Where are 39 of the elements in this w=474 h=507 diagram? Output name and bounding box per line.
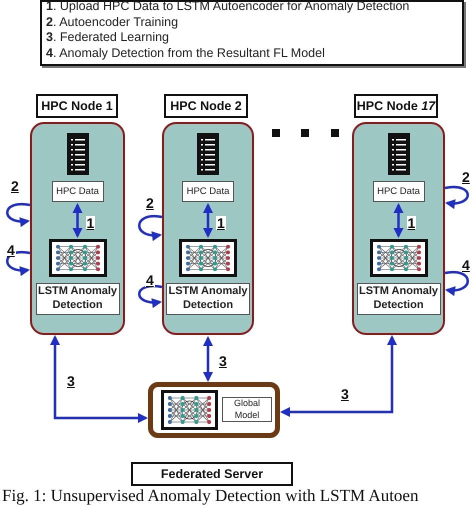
- step-text: 3. Federated Learning: [46, 30, 170, 46]
- text-box: LSTM Anomaly Detection: [36, 283, 120, 315]
- edge-label: 4: [6, 243, 16, 257]
- step-text: 4. Anomaly Detection from the Resultant FL Model: [46, 46, 326, 61]
- edge-label: 4: [461, 258, 471, 272]
- arrow: [444, 270, 469, 296]
- steps-box: [40, 0, 464, 66]
- arrow: [280, 335, 397, 417]
- text-box: HPC Data: [52, 181, 104, 202]
- arrow: [444, 186, 469, 209]
- text-box: HPC Data: [372, 181, 424, 202]
- arrow: [203, 203, 213, 238]
- arrow: [138, 284, 162, 308]
- arrow: [72, 203, 82, 238]
- arrow: [138, 214, 162, 240]
- edge-label: 3: [340, 387, 350, 401]
- node-title: Federated Server: [131, 462, 293, 486]
- step-text: 1. Upload HPC Data to LSTM Autoencoder for Anomaly Detection: [46, 0, 410, 14]
- step-text: 2. Autoencoder Training: [46, 14, 180, 30]
- node-title: HPC Node 1: [36, 94, 118, 118]
- edge-label: 3: [218, 354, 228, 368]
- text-box: HPC Data: [182, 181, 234, 202]
- edge-label: 1: [216, 216, 226, 230]
- node-title: HPC Node 17: [354, 94, 438, 118]
- edge-label: 2: [145, 196, 155, 210]
- text-box: LSTM Anomaly Detection: [356, 283, 440, 315]
- arrow: [50, 335, 148, 423]
- edge-label: 2: [10, 179, 20, 193]
- figure-caption: Fig. 1: Unsupervised Anomaly Detection with LSTM Autoen: [2, 486, 418, 506]
- arrow: [6, 250, 30, 276]
- arrow: [6, 202, 30, 226]
- edge-label: 3: [66, 374, 76, 388]
- text-box: LSTM Anomaly Detection: [166, 283, 250, 315]
- edge-label: 4: [145, 273, 155, 287]
- text-box: Global Model: [222, 397, 272, 422]
- arrow: [394, 203, 404, 238]
- node-title: HPC Node 2: [164, 94, 248, 118]
- arrow: [203, 336, 213, 382]
- edge-label: 2: [461, 170, 471, 184]
